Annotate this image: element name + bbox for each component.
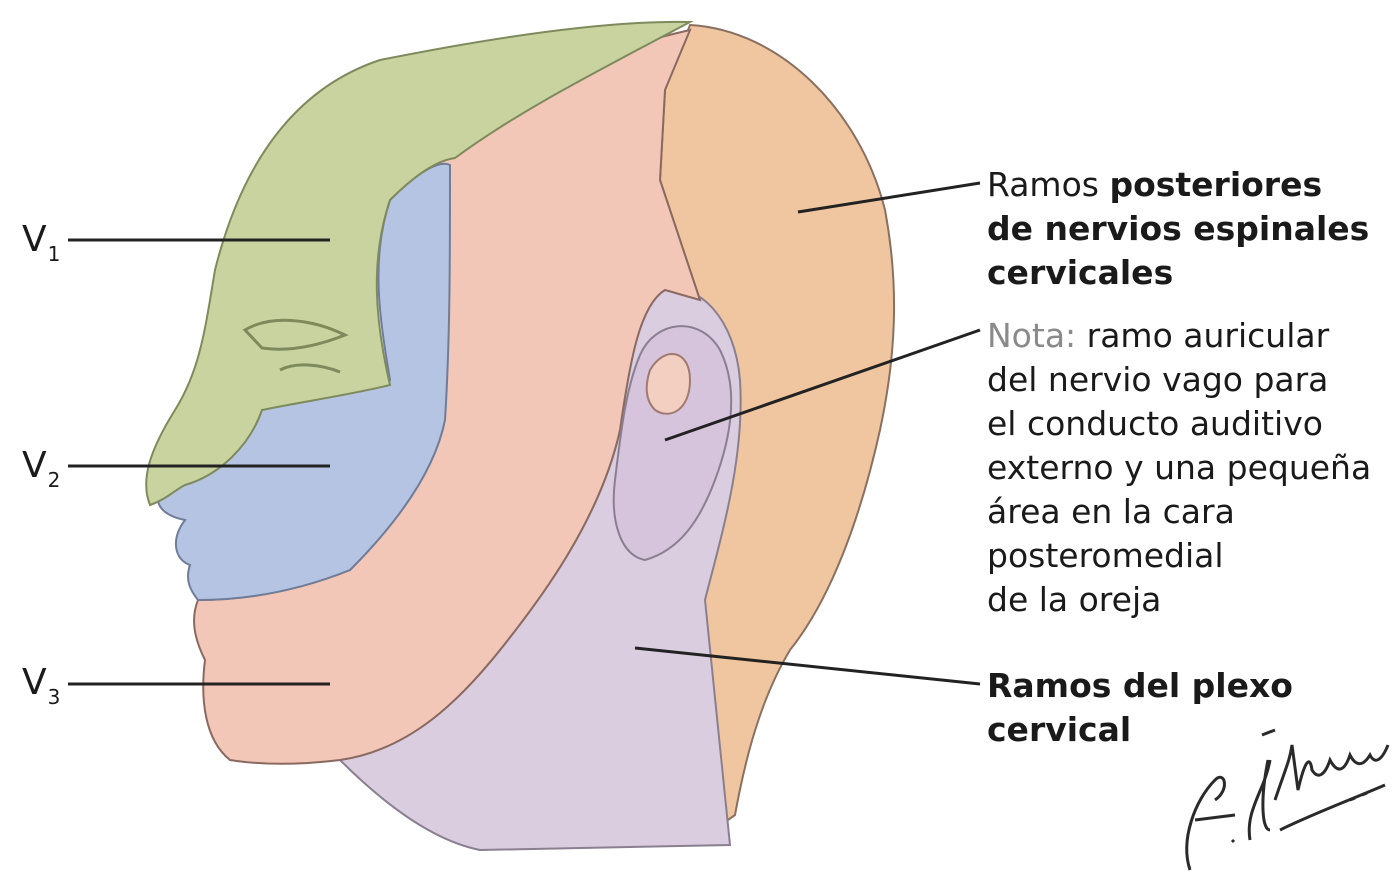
note-line6: posteromedial: [987, 534, 1371, 578]
label-v2: V2: [22, 448, 60, 490]
note-line2: del nervio vago para: [987, 358, 1371, 402]
label-v3-sub: 3: [48, 685, 61, 709]
label-v2-sub: 2: [48, 468, 61, 492]
posterior-prefix: Ramos: [987, 165, 1109, 204]
label-v3-letter: V: [22, 662, 47, 703]
label-v3: V3: [22, 665, 60, 707]
posterior-line2: de nervios espinales: [987, 209, 1369, 248]
plexus-line2: cervical: [987, 710, 1131, 749]
label-v1-sub: 1: [48, 242, 61, 266]
label-v1-letter: V: [22, 219, 47, 260]
plexus-line1: Ramos del plexo: [987, 666, 1293, 705]
label-posterior-rami: Ramos posteriores de nervios espinales c…: [987, 163, 1369, 295]
posterior-line3: cervicales: [987, 253, 1173, 292]
note-line3: el conducto auditivo: [987, 402, 1371, 446]
label-note: Nota: ramo auricular del nervio vago par…: [987, 314, 1371, 622]
label-cervical-plexus: Ramos del plexo cervical: [987, 664, 1293, 752]
note-prefix: Nota:: [987, 316, 1076, 355]
note-line7: de la oreja: [987, 578, 1371, 622]
label-v1: V1: [22, 222, 60, 264]
posterior-bold: posteriores: [1109, 165, 1322, 204]
label-v2-letter: V: [22, 445, 47, 486]
note-line1: ramo auricular: [1076, 316, 1329, 355]
note-line5: área en la cara: [987, 490, 1371, 534]
note-line4: externo y una pequeña: [987, 446, 1371, 490]
